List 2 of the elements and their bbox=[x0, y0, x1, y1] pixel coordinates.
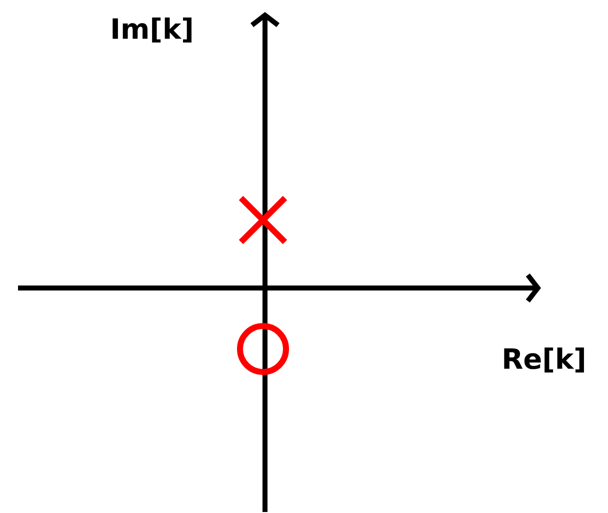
axis-label: Im[k] bbox=[112, 18, 192, 42]
axis-label: Re[k] bbox=[504, 348, 584, 372]
